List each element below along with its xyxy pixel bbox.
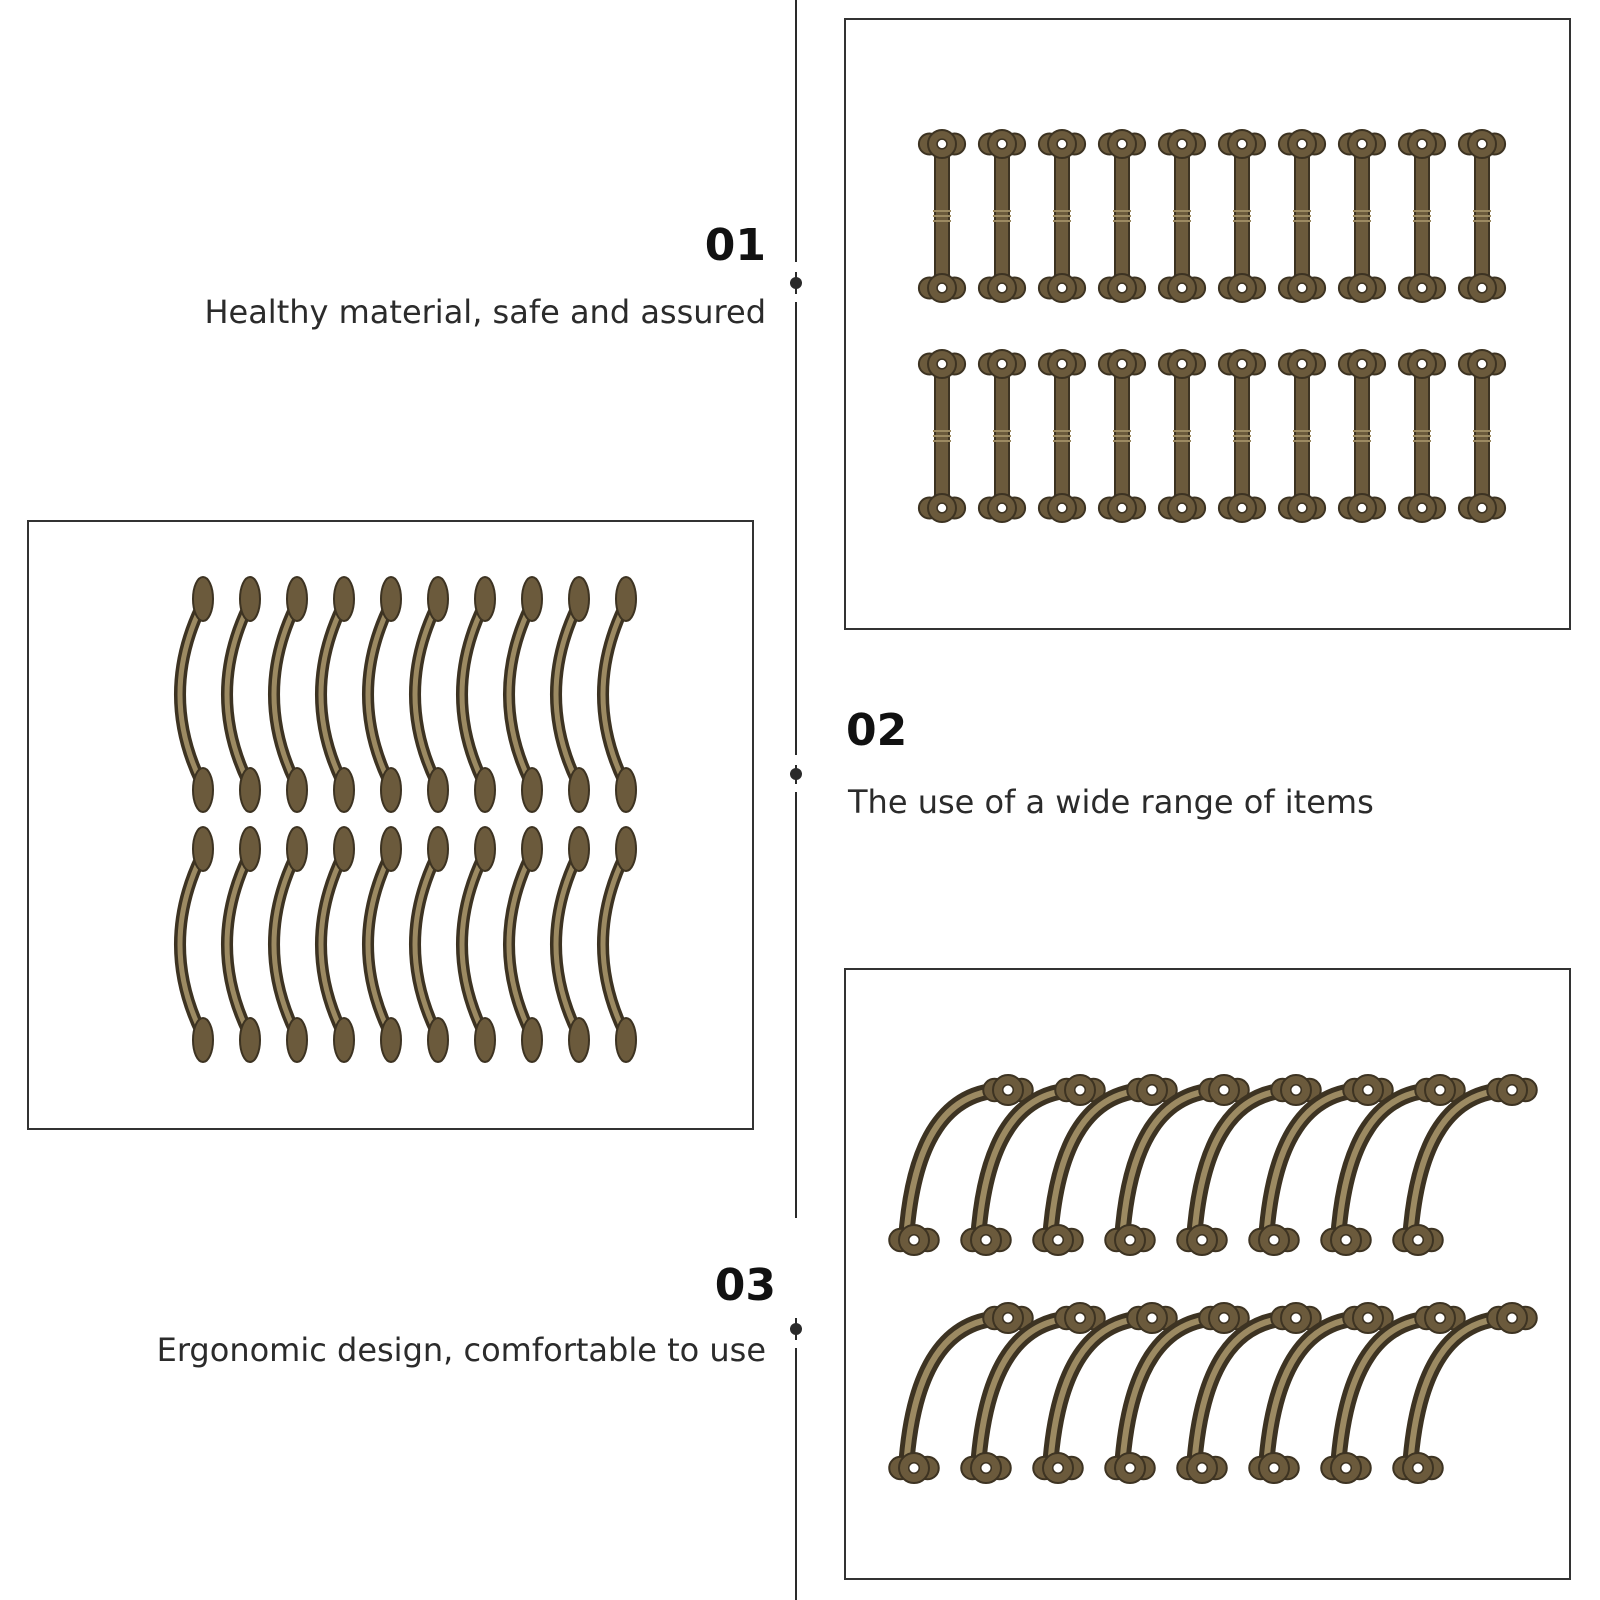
straight-handle-icon xyxy=(1277,349,1327,523)
arched-handle-icon xyxy=(960,1074,1106,1256)
arched-handle-icon xyxy=(1248,1302,1394,1484)
step-number-03: 03 xyxy=(714,1260,776,1311)
straight-handle-icon xyxy=(1457,129,1507,303)
curved-handle-icon xyxy=(409,576,449,813)
step-text-01: Healthy material, safe and assured xyxy=(204,293,766,331)
dot-gap xyxy=(790,294,802,302)
arched-handle-icon xyxy=(1032,1302,1178,1484)
straight-handle-icon xyxy=(1037,349,1087,523)
straight-handle-icon xyxy=(1397,129,1447,303)
arched-handle-icon xyxy=(1320,1302,1466,1484)
dot-gap xyxy=(790,784,802,792)
curved-handle-icon xyxy=(456,826,496,1063)
dot-gap xyxy=(790,262,802,272)
arched-handle-icon xyxy=(1104,1302,1250,1484)
arched-handles-photo xyxy=(844,968,1571,1580)
curved-handle-icon xyxy=(268,826,308,1063)
curved-handle-icon xyxy=(456,576,496,813)
arched-handle-icon xyxy=(1320,1074,1466,1256)
curved-handle-icon xyxy=(597,576,637,813)
arched-handle-icon xyxy=(1032,1074,1178,1256)
curved-handle-icon xyxy=(174,826,214,1063)
timeline-dot-01 xyxy=(790,277,802,289)
curved-handle-icon xyxy=(503,576,543,813)
timeline-line xyxy=(795,0,797,1600)
curved-handle-icon xyxy=(409,826,449,1063)
curved-handles-photo xyxy=(27,520,754,1130)
arched-handle-icon xyxy=(960,1302,1106,1484)
straight-handle-icon xyxy=(917,129,967,303)
straight-handle-icon xyxy=(1457,349,1507,523)
step-number-01: 01 xyxy=(704,220,766,271)
curved-handle-icon xyxy=(550,576,590,813)
straight-handle-icon xyxy=(1157,129,1207,303)
arched-handle-icon xyxy=(888,1074,1034,1256)
straight-handle-icon xyxy=(1217,129,1267,303)
curved-handle-icon xyxy=(221,576,261,813)
curved-handle-icon xyxy=(174,576,214,813)
curved-handle-icon xyxy=(315,826,355,1063)
dot-gap xyxy=(790,755,802,765)
straight-handle-icon xyxy=(1337,129,1387,303)
straight-handle-icon xyxy=(1217,349,1267,523)
curved-handle-icon xyxy=(315,576,355,813)
straight-handle-icon xyxy=(1037,129,1087,303)
straight-handle-icon xyxy=(977,129,1027,303)
straight-handle-icon xyxy=(977,349,1027,523)
straight-handle-icon xyxy=(917,349,967,523)
arched-handle-icon xyxy=(1392,1302,1538,1484)
dot-gap xyxy=(790,1218,802,1318)
step-text-03: Ergonomic design, comfortable to use xyxy=(156,1331,766,1369)
curved-handle-icon xyxy=(362,576,402,813)
curved-handle-icon xyxy=(268,576,308,813)
arched-handle-icon xyxy=(1248,1074,1394,1256)
arched-handle-icon xyxy=(1176,1302,1322,1484)
arched-handle-icon xyxy=(1104,1074,1250,1256)
curved-handle-icon xyxy=(550,826,590,1063)
step-number-02: 02 xyxy=(846,705,908,756)
straight-handle-icon xyxy=(1097,349,1147,523)
curved-handle-icon xyxy=(221,826,261,1063)
straight-handle-icon xyxy=(1157,349,1207,523)
curved-handle-icon xyxy=(503,826,543,1063)
arched-handle-icon xyxy=(1176,1074,1322,1256)
straight-handles-photo xyxy=(844,18,1571,630)
curved-handle-icon xyxy=(362,826,402,1063)
straight-handle-icon xyxy=(1097,129,1147,303)
arched-handle-icon xyxy=(888,1302,1034,1484)
timeline-dot-03 xyxy=(790,1323,802,1335)
straight-handle-icon xyxy=(1277,129,1327,303)
dot-gap xyxy=(790,1340,802,1348)
straight-handle-icon xyxy=(1397,349,1447,523)
timeline-dot-02 xyxy=(790,768,802,780)
step-text-02: The use of a wide range of items xyxy=(848,783,1374,821)
arched-handle-icon xyxy=(1392,1074,1538,1256)
straight-handle-icon xyxy=(1337,349,1387,523)
curved-handle-icon xyxy=(597,826,637,1063)
